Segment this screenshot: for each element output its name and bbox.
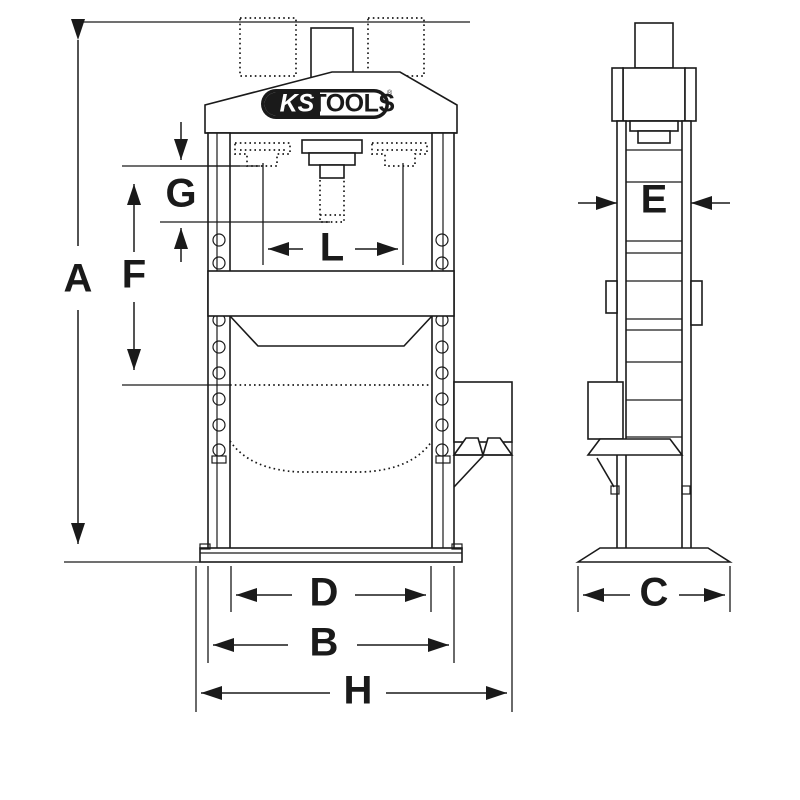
side-cylinder-body <box>634 22 674 69</box>
cross-beam <box>207 270 455 317</box>
side-head-bracket-left <box>611 67 624 122</box>
dimension-G-label: G <box>165 172 196 216</box>
dimension-A-label: A <box>64 257 93 301</box>
ks-tools-logo: KS TOOLS ® <box>261 89 395 119</box>
pin-hole <box>212 392 226 406</box>
base-plate <box>199 543 463 563</box>
frame-column-left <box>207 132 231 561</box>
dimension-E: E <box>578 178 730 222</box>
pin-hole <box>212 256 226 270</box>
side-pedal-housing <box>587 381 624 440</box>
pin-hole <box>212 233 226 247</box>
dimension-B-label: B <box>310 621 339 665</box>
frame-column-right <box>431 132 455 561</box>
side-bracket-left <box>605 280 618 314</box>
dimension-D-label: D <box>310 571 339 615</box>
side-head-bracket-right <box>684 67 697 122</box>
logo-registered-mark: ® <box>387 89 393 97</box>
pin-hole <box>212 340 226 354</box>
column-right-pin-block <box>435 455 451 464</box>
base-foot-right <box>451 543 463 550</box>
dimension-B: B <box>207 566 455 665</box>
ram-top-plate <box>301 139 363 154</box>
logo-tools-text: TOOLS <box>311 90 394 118</box>
base-foot-left <box>199 543 211 550</box>
dimension-L-label: L <box>320 226 344 270</box>
pedal-housing <box>453 381 513 443</box>
work-table-top <box>229 315 433 347</box>
dimension-D: D <box>230 566 432 615</box>
side-pivot-left <box>610 485 620 495</box>
side-pedal-linkage <box>596 457 615 488</box>
pedal-tread <box>452 437 514 458</box>
side-pedal-assembly <box>586 381 691 495</box>
pin-hole <box>435 340 449 354</box>
column-left-pin-block <box>211 455 227 464</box>
dimension-G: G <box>160 122 330 262</box>
head-internal-pockets <box>234 142 428 167</box>
dimension-F-label: F <box>122 253 146 297</box>
pin-hole <box>212 366 226 380</box>
side-frame-rungs <box>626 149 682 438</box>
pin-hole <box>435 366 449 380</box>
pin-hole <box>435 233 449 247</box>
side-head-housing <box>622 67 686 122</box>
pin-hole <box>435 392 449 406</box>
dimension-L: L <box>262 163 404 270</box>
base-plate-body <box>199 547 463 563</box>
dimension-H-label: H <box>344 669 373 713</box>
dimension-A: A <box>64 19 470 563</box>
side-pivot-right <box>681 485 691 495</box>
pin-hole <box>435 256 449 270</box>
side-pedal-tread <box>586 438 684 456</box>
foot-pedal-assembly <box>452 381 514 488</box>
dimension-C-label: C <box>640 571 669 615</box>
side-base-foot <box>575 547 733 563</box>
ram-assembly <box>301 139 363 223</box>
side-ram-collar <box>637 130 671 144</box>
side-ram-top-plate <box>629 120 679 132</box>
ram-piston-rod <box>319 164 345 179</box>
pin-hole <box>435 418 449 432</box>
dotted-pocket-right <box>371 142 428 167</box>
ram-mid-collar <box>308 152 356 166</box>
dimension-E-label: E <box>641 178 668 222</box>
dotted-lower-plate <box>229 440 433 473</box>
side-view <box>575 22 733 563</box>
front-view: KS TOOLS ® <box>199 17 514 563</box>
logo-ks-field <box>264 92 320 116</box>
logo-ks-text: KS <box>280 90 315 118</box>
column-left-body <box>207 132 231 561</box>
dimension-H: H <box>195 442 513 713</box>
pin-hole <box>212 418 226 432</box>
pedal-linkage-arm <box>453 455 484 488</box>
dimension-C: C <box>577 566 731 615</box>
side-bracket-right <box>690 280 703 326</box>
dotted-ram-extended <box>319 180 345 223</box>
dotted-pocket-left <box>234 142 291 167</box>
